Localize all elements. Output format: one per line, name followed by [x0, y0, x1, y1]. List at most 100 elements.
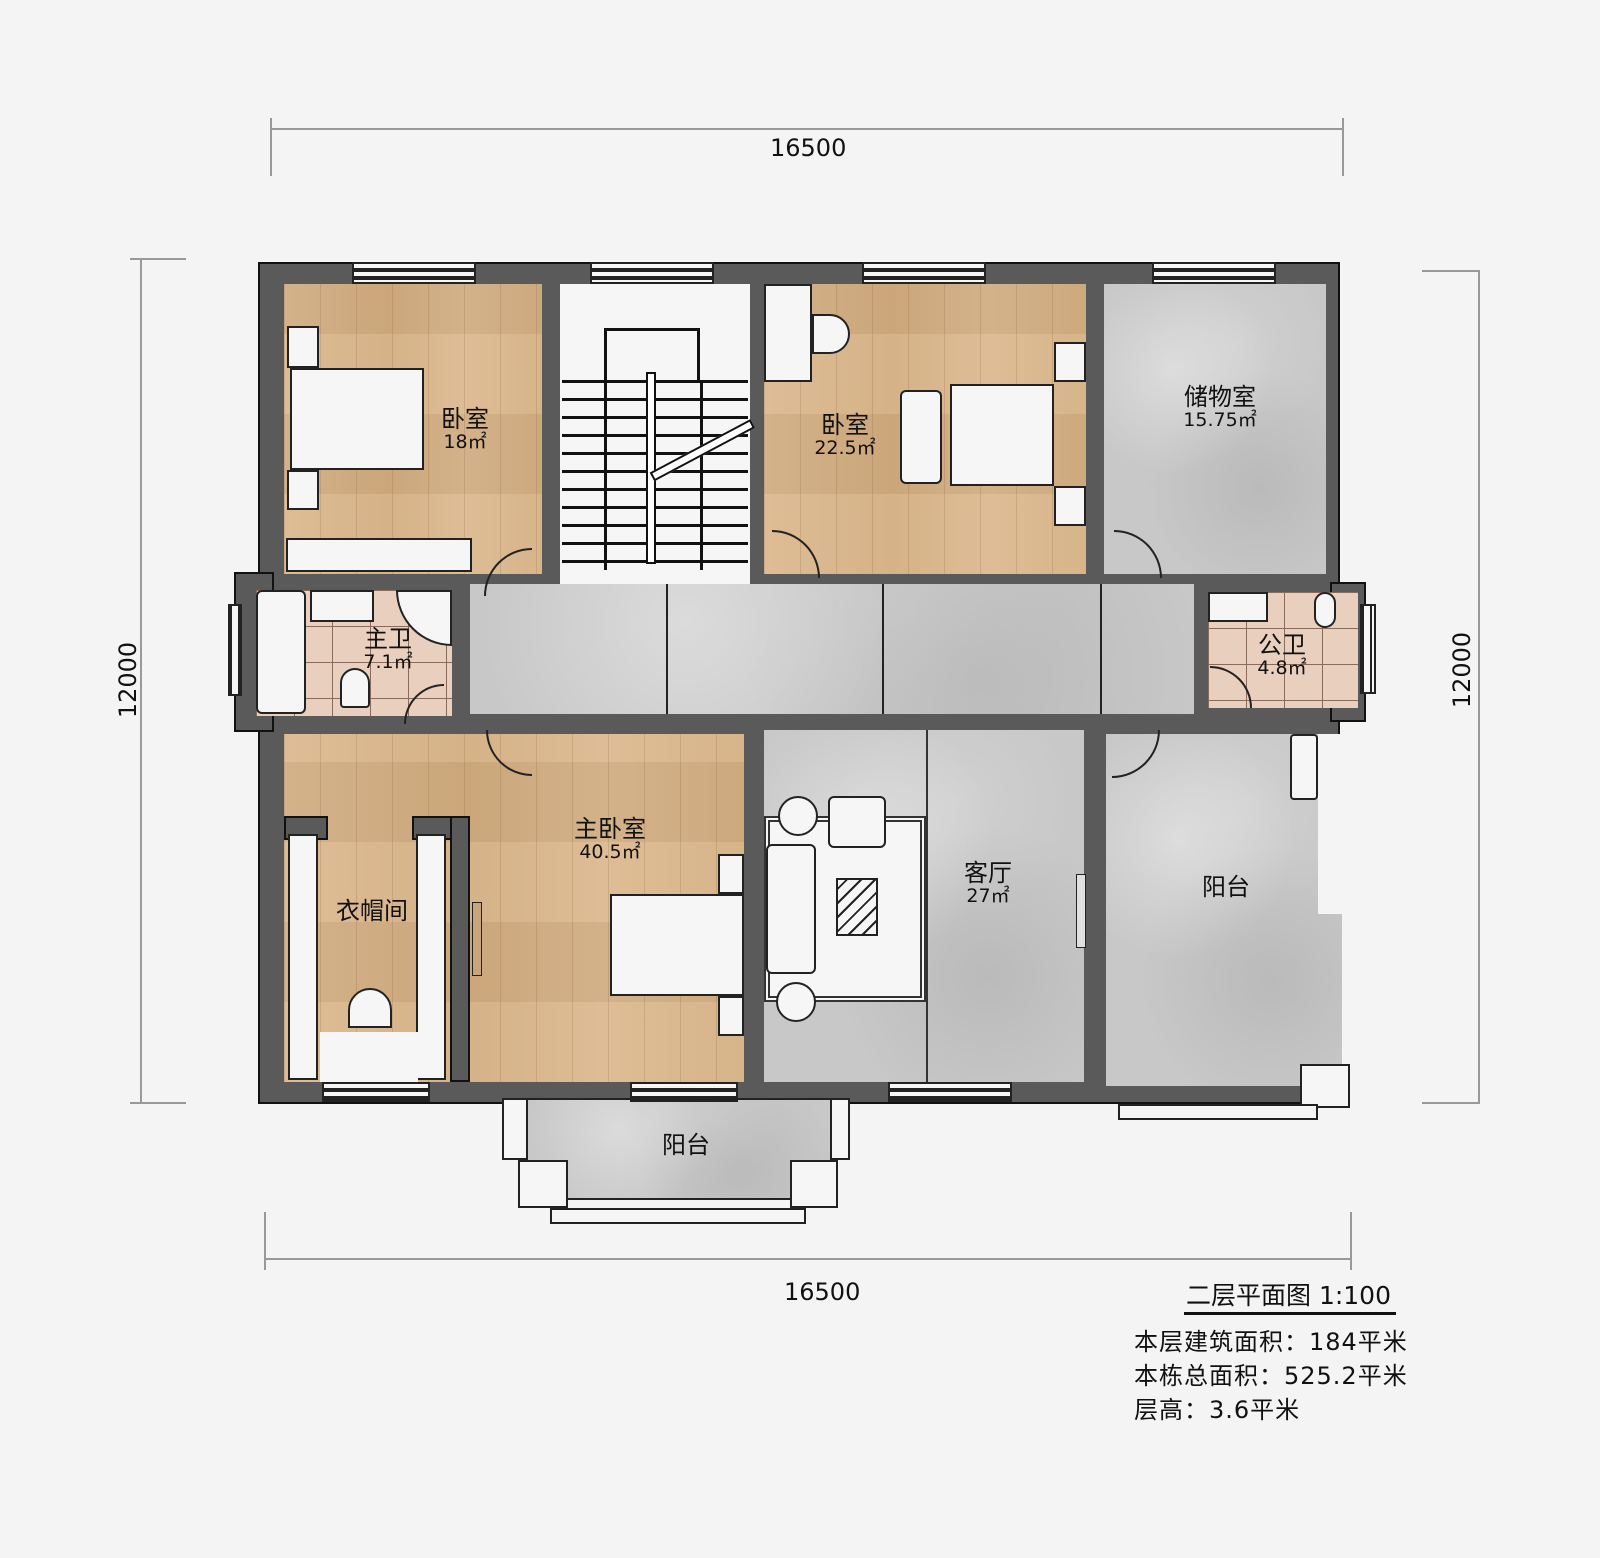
- wardrobe: [286, 538, 472, 572]
- stair-landing: [604, 328, 700, 380]
- tv-icon: [472, 902, 482, 976]
- room-name: 衣帽间: [336, 897, 408, 925]
- desk: [764, 284, 812, 382]
- room-label-living-room: 客厅 27㎡: [948, 860, 1028, 907]
- armchair-icon: [828, 796, 886, 848]
- dimension-tick: [130, 258, 186, 260]
- window: [1152, 262, 1276, 284]
- window: [862, 262, 986, 284]
- room-label-public-bath: 公卫 4.8㎡: [1232, 632, 1332, 679]
- ottoman-icon: [348, 988, 392, 1028]
- room-area: 15.75㎡: [1183, 409, 1257, 432]
- nightstand-icon: [718, 854, 744, 894]
- window: [888, 1082, 1012, 1102]
- room-corridor[interactable]: [470, 584, 1194, 714]
- room-label-closet: 衣帽间: [322, 897, 422, 925]
- dimension-top-label: 16500: [770, 134, 847, 162]
- balcony-railing: [550, 1208, 806, 1224]
- room-label-bedroom-a: 卧室 18㎡: [430, 406, 500, 453]
- total-area-text: 本栋总面积：525.2平米: [1134, 1362, 1408, 1390]
- room-label-storage: 储物室 15.75㎡: [1160, 384, 1280, 431]
- wardrobe-rack: [416, 834, 446, 1080]
- room-label-master-bedroom: 主卧室 40.5㎡: [560, 816, 660, 863]
- title-underline: [1184, 1312, 1396, 1315]
- room-name: 卧室: [441, 405, 489, 433]
- bathtub-icon: [256, 590, 306, 714]
- nightstand-icon: [718, 996, 744, 1036]
- lamp-icon: [776, 982, 816, 1022]
- sofa-icon: [766, 844, 816, 974]
- wardrobe-rack: [288, 834, 318, 1080]
- room-label-balcony-south: 阳台: [646, 1131, 726, 1159]
- floor-seam: [1100, 584, 1102, 714]
- nightstand-icon: [287, 470, 319, 510]
- floor-seam: [666, 584, 668, 714]
- dimension-line: [270, 128, 1342, 130]
- closet-shelf: [320, 1032, 418, 1082]
- room-area: 22.5㎡: [814, 437, 876, 460]
- dimension-left-label: 12000: [114, 641, 143, 719]
- window: [630, 1082, 738, 1102]
- toilet-icon: [340, 668, 370, 708]
- toilet-icon: [1314, 592, 1336, 628]
- floor-seam: [926, 730, 928, 1082]
- dimension-line: [1478, 270, 1480, 1104]
- room-balcony-south[interactable]: [526, 1100, 832, 1200]
- floor-seam: [882, 584, 884, 714]
- window: [1360, 604, 1376, 694]
- balcony-railing: [1118, 1104, 1318, 1120]
- dimension-tick: [1422, 270, 1480, 272]
- room-area: 40.5㎡: [579, 841, 641, 864]
- dimension-right-label: 12000: [1448, 631, 1477, 709]
- room-name: 客厅: [964, 859, 1012, 887]
- room-label-master-bath: 主卫 7.1㎡: [338, 626, 438, 673]
- column: [790, 1160, 838, 1208]
- column: [518, 1160, 568, 1208]
- column: [1300, 1064, 1350, 1108]
- dimension-tick: [130, 1102, 186, 1104]
- room-label-balcony-east: 阳台: [1186, 873, 1266, 901]
- dimension-bottom-label: 16500: [784, 1278, 861, 1306]
- room-name: 公卫: [1258, 631, 1306, 659]
- stair-handrail: [646, 372, 656, 564]
- sink-icon: [310, 590, 374, 622]
- drawing-title: 二层平面图 1:100: [1186, 1281, 1391, 1310]
- bed-icon: [610, 894, 744, 996]
- window: [590, 262, 714, 284]
- stair-stringer: [604, 380, 607, 570]
- chair-icon: [812, 314, 850, 354]
- room-label-bedroom-b: 卧室 22.5㎡: [800, 412, 890, 459]
- room-name: 卧室: [821, 411, 869, 439]
- balcony-ledge: [1318, 734, 1342, 914]
- dimension-line: [140, 258, 142, 1104]
- sink-icon: [1208, 592, 1268, 622]
- nightstand-icon: [287, 326, 319, 368]
- room-name: 主卫: [364, 625, 412, 653]
- window: [352, 262, 476, 284]
- room-area: 4.8㎡: [1257, 657, 1307, 680]
- nightstand-icon: [1054, 486, 1086, 526]
- washer-icon: [1290, 734, 1318, 800]
- room-name: 阳台: [662, 1131, 710, 1159]
- floor-height-text: 层高：3.6平米: [1134, 1396, 1301, 1424]
- room-area: 18㎡: [443, 431, 487, 454]
- window: [228, 604, 242, 696]
- room-area: 27㎡: [966, 885, 1010, 908]
- lamp-icon: [778, 796, 818, 836]
- dimension-tick: [1350, 1212, 1352, 1270]
- bench-icon: [900, 390, 942, 484]
- dimension-line: [264, 1258, 1350, 1260]
- floor-area-text: 本层建筑面积：184平米: [1134, 1328, 1408, 1356]
- bed-icon: [290, 368, 424, 470]
- dimension-tick: [1342, 118, 1344, 176]
- bed-icon: [950, 384, 1054, 486]
- dimension-tick: [264, 1212, 266, 1270]
- interior-wall: [450, 816, 470, 1082]
- room-storage[interactable]: [1104, 284, 1326, 574]
- room-area: 7.1㎡: [363, 651, 413, 674]
- tv-icon: [1076, 874, 1086, 948]
- nightstand-icon: [1054, 342, 1086, 382]
- room-name: 阳台: [1202, 873, 1250, 901]
- room-name: 主卧室: [574, 815, 646, 843]
- room-name: 储物室: [1184, 383, 1256, 411]
